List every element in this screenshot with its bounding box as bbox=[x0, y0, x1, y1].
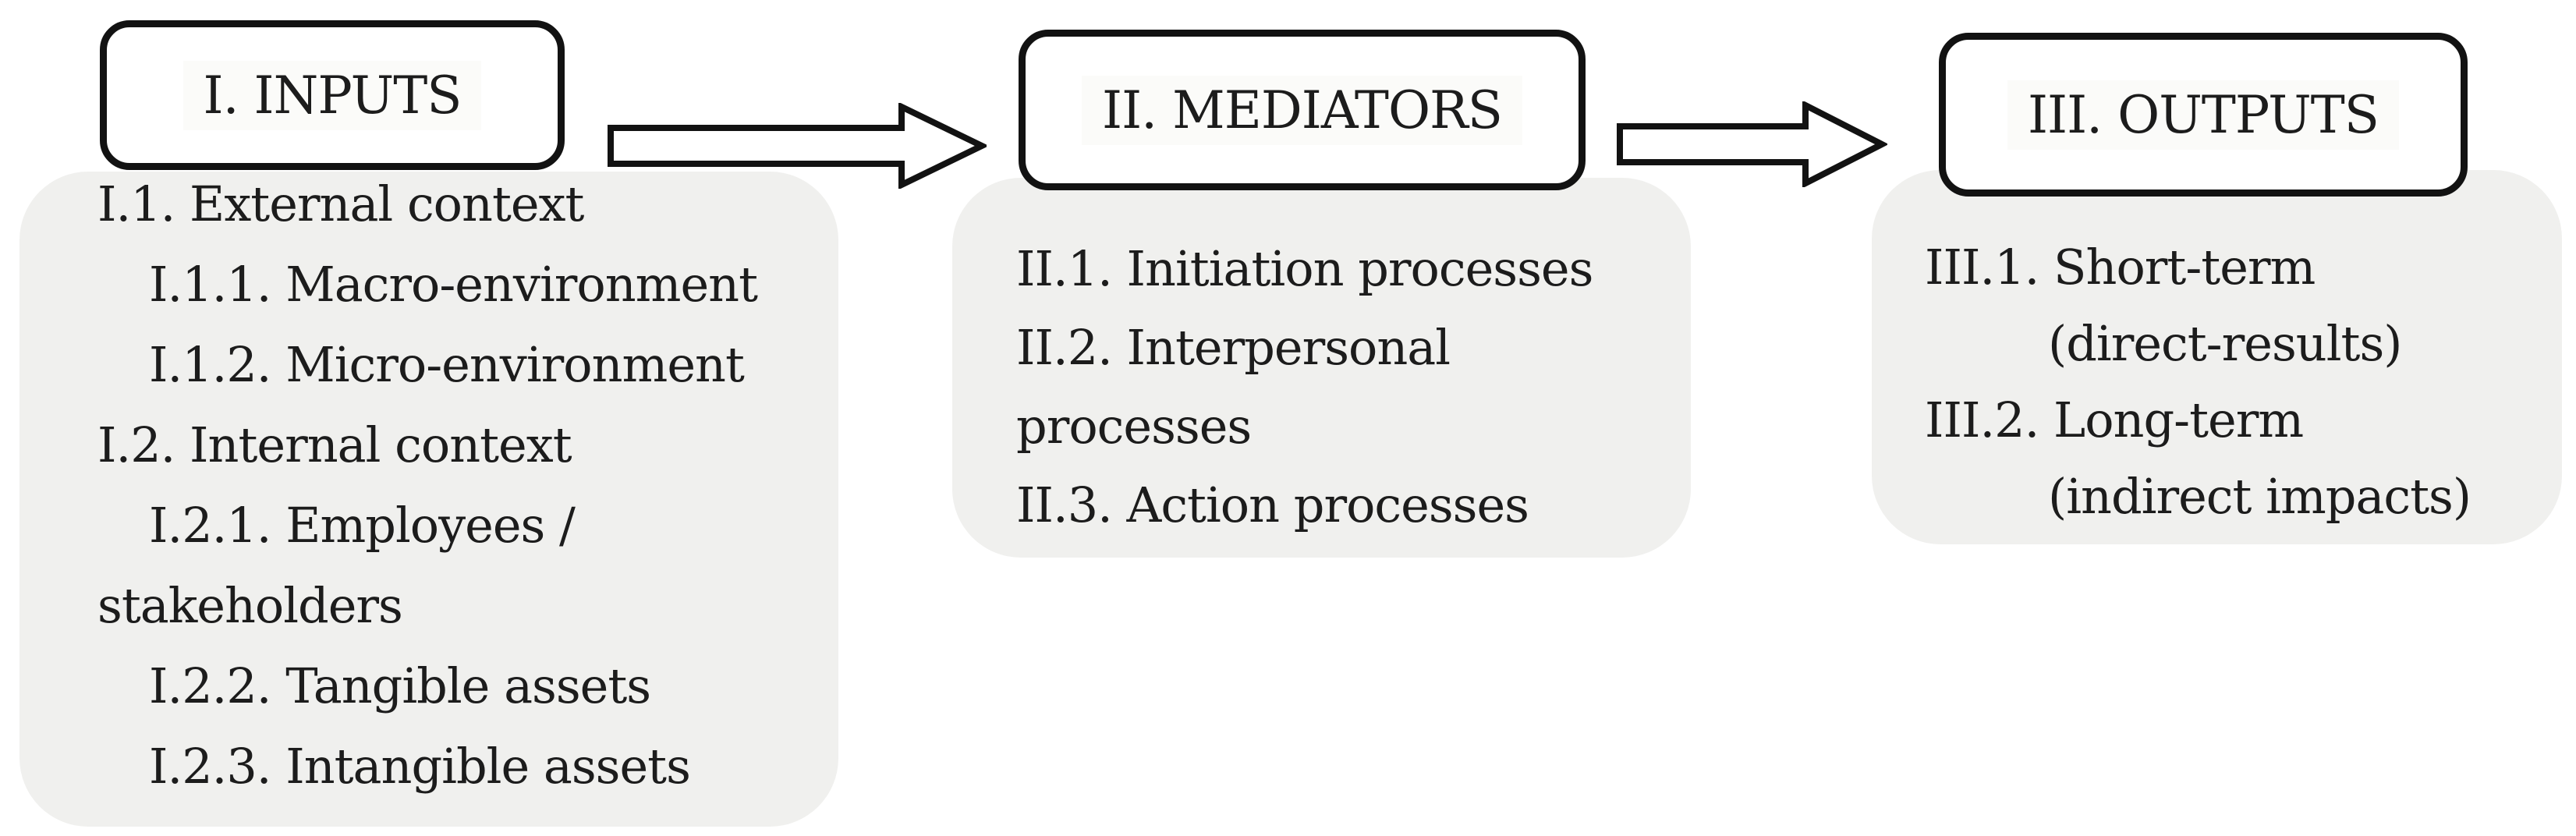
list-item: II.3. Action processes bbox=[1016, 476, 1529, 533]
outputs-panel: III.1. Short-term (direct-results) III.2… bbox=[1872, 170, 2562, 544]
list-item: II.2. Interpersonal bbox=[1016, 319, 1451, 376]
list-item: I.2.1. Employees / bbox=[149, 497, 576, 554]
list-item: I.2.3. Intangible assets bbox=[149, 738, 691, 795]
inputs-title: I. INPUTS bbox=[182, 60, 482, 130]
outputs-title-box: III. OUTPUTS bbox=[1939, 33, 2468, 197]
list-item: (indirect impacts) bbox=[2048, 468, 2471, 525]
list-item: stakeholders bbox=[97, 577, 403, 634]
list-item: I.1. External context bbox=[97, 175, 584, 232]
mediators-list: II.1. Initiation processes II.2. Interpe… bbox=[952, 178, 1691, 544]
list-item: processes bbox=[1016, 398, 1252, 455]
inputs-list: I.1. External context I.1.1. Macro-envir… bbox=[19, 164, 838, 806]
list-item: I.2.2. Tangible assets bbox=[149, 657, 651, 714]
outputs-list: III.1. Short-term (direct-results) III.2… bbox=[1872, 170, 2562, 535]
list-item: I.2. Internal context bbox=[97, 416, 572, 473]
inputs-title-box: I. INPUTS bbox=[100, 20, 565, 170]
arrow-right-icon bbox=[1617, 101, 1887, 187]
arrow-right-icon bbox=[608, 103, 987, 189]
list-item: I.1.1. Macro-environment bbox=[149, 256, 758, 313]
mediators-title: II. MEDIATORS bbox=[1082, 75, 1522, 145]
outputs-title: III. OUTPUTS bbox=[2007, 80, 2400, 150]
list-item: (direct-results) bbox=[2048, 315, 2402, 372]
list-item: I.1.2. Micro-environment bbox=[149, 336, 745, 393]
list-item: III.1. Short-term bbox=[1925, 239, 2316, 296]
list-item: II.1. Initiation processes bbox=[1016, 240, 1593, 297]
inputs-panel: I.1. External context I.1.1. Macro-envir… bbox=[19, 172, 838, 827]
list-item: III.2. Long-term bbox=[1925, 391, 2304, 448]
mediators-panel: II.1. Initiation processes II.2. Interpe… bbox=[952, 178, 1691, 558]
mediators-title-box: II. MEDIATORS bbox=[1019, 30, 1586, 190]
